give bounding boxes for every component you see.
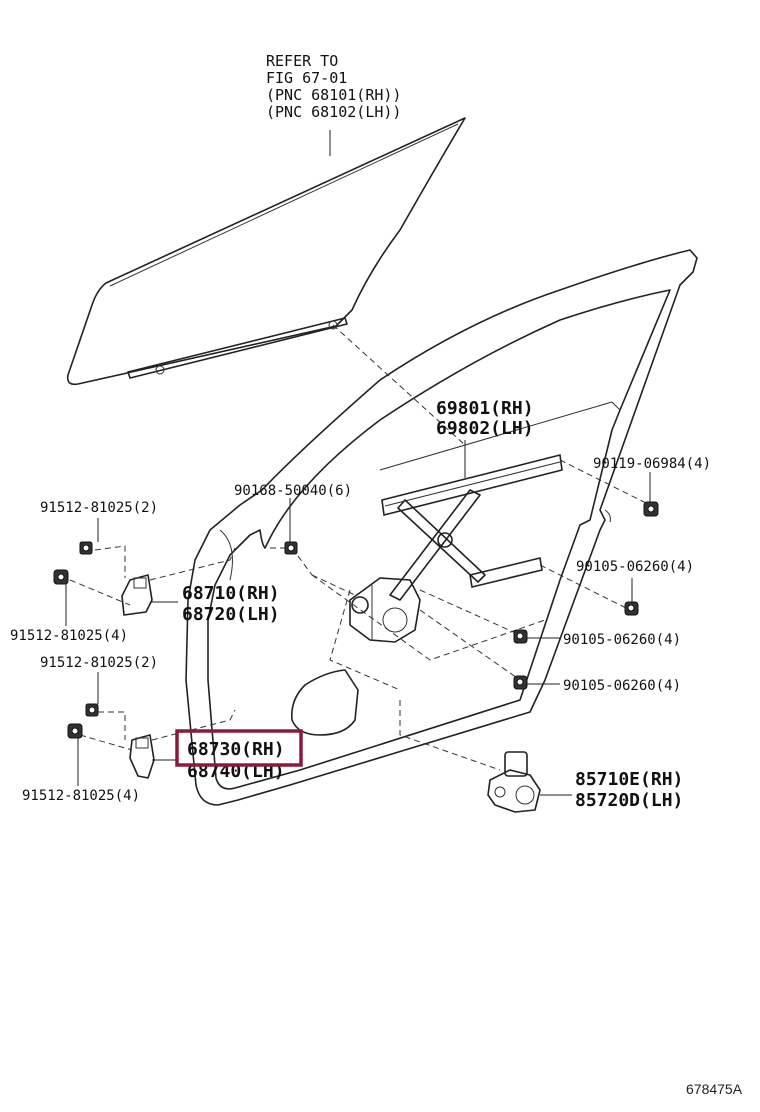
bolt-91512-lower-b-icon: [67, 723, 83, 739]
label-bolt-91512-a: 91512-81025(2): [40, 500, 158, 516]
label-bolt-90105-a: 90105-06260(4): [576, 559, 694, 575]
highlight-box: [175, 729, 303, 767]
bolt-91512-lower-a-icon: [85, 703, 99, 717]
label-hinge-upper-lh: 68720(LH): [182, 604, 280, 625]
label-motor-rh: 85710E(RH): [575, 769, 683, 790]
label-bolt-91512-d: 91512-81025(4): [22, 788, 140, 804]
label-hinge-lower-rh: 68730(RH): [187, 739, 285, 760]
refer-line-3: (PNC 68101(RH)): [266, 86, 401, 104]
window-regulator: [311, 454, 563, 691]
lower-hinge: [79, 709, 236, 779]
bolt-90105-c-icon: [513, 675, 528, 690]
door-glass: [66, 117, 466, 386]
label-bolt-91512-b: 91512-81025(4): [10, 628, 128, 644]
bolt-90105-b-icon: [513, 629, 528, 644]
label-regulator-lh: 69802(LH): [436, 418, 534, 439]
label-bolt-90105-c: 90105-06260(4): [563, 678, 681, 694]
label-leaders: [65, 440, 651, 796]
upper-hinge: [69, 545, 236, 616]
bolt-90168-icon: [284, 541, 298, 555]
refer-line-2: FIG 67-01: [266, 69, 347, 87]
label-hinge-upper-rh: 68710(RH): [182, 583, 280, 604]
refer-line-1: REFER TO: [266, 52, 338, 70]
label-bolt-91512-c: 91512-81025(2): [40, 655, 158, 671]
refer-line-4: (PNC 68102(LH)): [266, 103, 401, 121]
bolt-91512-upper-a-icon: [79, 541, 93, 555]
label-regulator-rh: 69801(RH): [436, 398, 534, 419]
label-motor-lh: 85720D(LH): [575, 790, 683, 811]
bolt-91512-upper-b-icon: [53, 569, 69, 585]
bolt-90119-icon: [643, 501, 659, 517]
label-bolt-90168: 90168-50040(6): [234, 483, 352, 499]
figure-number: 678475A: [686, 1081, 743, 1097]
window-motor: [399, 700, 541, 813]
label-bolt-90119: 90119-06984(4): [593, 456, 711, 472]
label-bolt-90105-b: 90105-06260(4): [563, 632, 681, 648]
bolt-90105-a-icon: [624, 601, 639, 616]
